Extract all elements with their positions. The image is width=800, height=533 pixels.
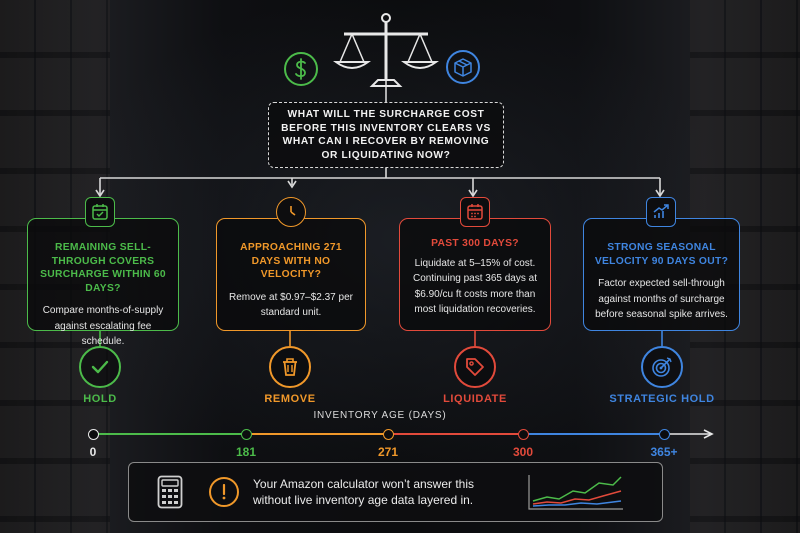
scales-icon [332,10,440,90]
timeline-dot-0 [88,429,99,440]
trend-up-icon [646,197,676,227]
timeline-tick-label: 365+ [650,445,678,459]
outcome-label-strategic-hold: STRATEGIC HOLD [609,393,715,405]
card-title: PAST 300 DAYS? [431,238,519,249]
card-body: Remove at $0.97–$2.37 per standard unit. [229,291,353,319]
timeline-dot-271 [383,429,394,440]
branch-card-hold: REMAINING SELL-THROUGH COVERS SURCHARGE … [27,218,179,347]
timeline-tick-label: 0 [89,445,97,459]
dollar-icon [284,52,318,86]
outcome-label-hold: HOLD [83,393,117,405]
card-title: REMAINING SELL-THROUGH COVERS SURCHARGE … [40,242,166,294]
target-icon [641,346,683,388]
footer-callout: Your Amazon calculator won’t answer this… [128,462,663,522]
timeline-dot-365 [659,429,670,440]
outcome-label-remove: REMOVE [264,393,316,405]
price-tag-icon [454,346,496,388]
check-icon [79,346,121,388]
card-body: Compare months-of-supply against escalat… [42,305,164,347]
question-text: WHAT WILL THE SURCHARGE COST BEFORE THIS… [281,109,491,161]
footer-text: Your Amazon calculator won’t answer this… [253,477,475,507]
question-box: WHAT WILL THE SURCHARGE COST BEFORE THIS… [268,102,504,168]
branch-card-remove: APPROACHING 271 DAYS WITH NO VELOCITY? R… [216,218,366,331]
timeline-tick-label: 271 [377,445,399,459]
timeline-dot-300 [518,429,529,440]
timeline-tick-label: 181 [235,445,257,459]
calculator-icon [157,475,183,514]
card-body: Factor expected sell-through against mon… [595,278,728,320]
line-chart-icon [525,471,625,518]
timeline-dot-181 [241,429,252,440]
clock-icon [276,197,306,227]
trash-icon [269,346,311,388]
box-icon [446,50,480,84]
calendar-icon [460,197,490,227]
card-title: APPROACHING 271 DAYS WITH NO VELOCITY? [240,242,342,280]
card-body: Liquidate at 5–15% of cost. Continuing p… [413,257,537,316]
branch-card-strategic-hold: STRONG SEASONAL VELOCITY 90 DAYS OUT? Fa… [583,218,740,331]
outcome-label-liquidate: LIQUIDATE [443,393,507,405]
timeline-tick-label: 300 [512,445,534,459]
branch-card-liquidate: PAST 300 DAYS? Liquidate at 5–15% of cos… [399,218,551,331]
card-title: STRONG SEASONAL VELOCITY 90 DAYS OUT? [594,242,729,267]
timeline-label: INVENTORY AGE (DAYS) [313,410,447,421]
calendar-check-icon [85,197,115,227]
alert-icon [209,477,239,507]
